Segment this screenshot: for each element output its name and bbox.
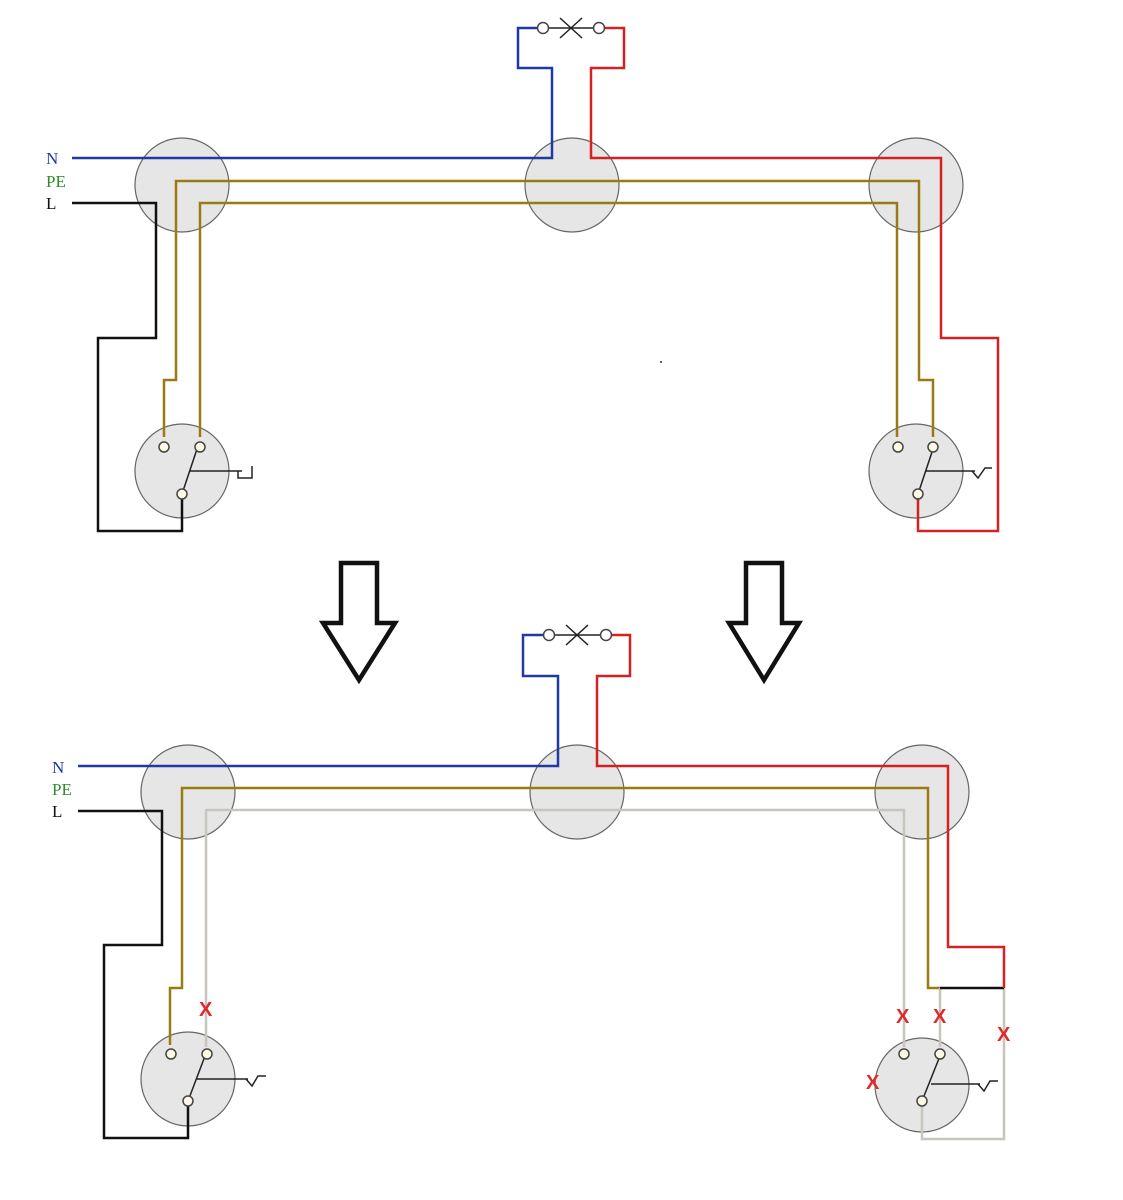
label-pe: PE bbox=[46, 172, 66, 191]
junction-box-left-bottom bbox=[140, 744, 236, 840]
switch-right-bottom-mechanism bbox=[898, 1048, 998, 1107]
label-n-bottom: N bbox=[52, 758, 64, 777]
switched-live-wire-bottom bbox=[595, 633, 1006, 988]
down-arrow-right bbox=[724, 560, 804, 685]
earth-wire bbox=[162, 179, 935, 437]
neutral-wire bbox=[72, 26, 554, 160]
removal-mark-right-4: X bbox=[866, 1072, 880, 1094]
switched-live-wire bbox=[589, 26, 1000, 533]
line-wire-bottom bbox=[78, 809, 190, 1140]
traveller-wire bbox=[198, 201, 899, 437]
junction-box-center bbox=[524, 137, 620, 233]
earth-wire-bottom bbox=[168, 786, 940, 1045]
lamp-symbol-bottom bbox=[542, 624, 613, 646]
line-wire bbox=[72, 201, 184, 533]
junction-box-center-bottom bbox=[529, 744, 625, 840]
switch-right-mechanism bbox=[892, 441, 992, 500]
top-circuit: N PE L bbox=[46, 17, 1000, 533]
switch-left-bottom-mechanism bbox=[165, 1048, 266, 1107]
removed-return-wire bbox=[920, 988, 1006, 1141]
removal-mark-left: X bbox=[199, 999, 213, 1021]
stray-dot bbox=[660, 361, 662, 363]
label-l-bottom: L bbox=[52, 802, 62, 821]
switch-left-mechanism bbox=[158, 441, 253, 500]
bottom-circuit: X X X X X N PE L bbox=[52, 624, 1011, 1141]
removal-mark-right-3: X bbox=[997, 1024, 1011, 1046]
neutral-wire-bottom bbox=[78, 633, 560, 768]
down-arrow-left bbox=[318, 560, 400, 685]
junction-box-right-bottom bbox=[874, 744, 970, 840]
removed-traveller-wire bbox=[204, 808, 906, 1047]
removal-mark-right-1: X bbox=[896, 1006, 910, 1028]
label-n: N bbox=[46, 149, 58, 168]
lamp-symbol bbox=[536, 17, 606, 39]
removal-mark-right-2: X bbox=[933, 1006, 947, 1028]
label-l: L bbox=[46, 194, 56, 213]
junction-box-right bbox=[868, 137, 964, 233]
junction-box-left bbox=[134, 137, 230, 233]
label-pe-bottom: PE bbox=[52, 780, 72, 799]
